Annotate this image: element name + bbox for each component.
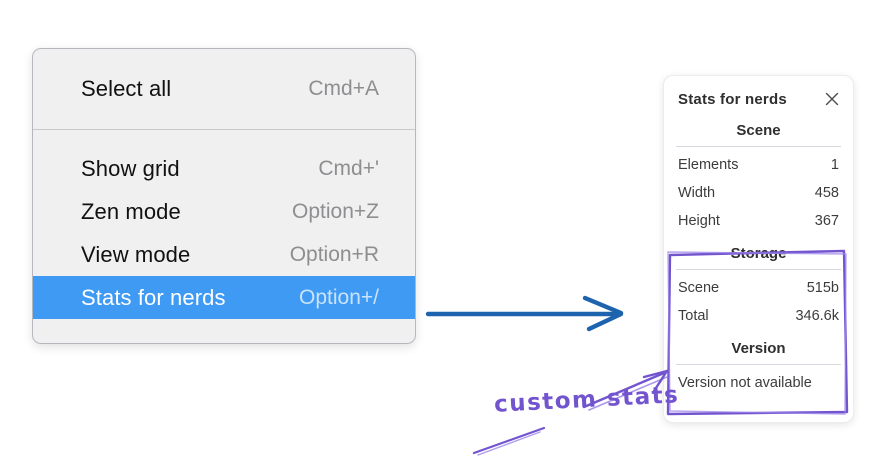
close-icon[interactable]: [823, 90, 841, 108]
menu-item-label: Select all: [81, 76, 172, 101]
menu-item-select-all[interactable]: Select all Cmd+A: [33, 67, 415, 111]
menu-group: Select all Cmd+A: [33, 49, 415, 129]
stat-label: Width: [678, 185, 716, 201]
section-divider: [676, 269, 841, 270]
stat-label: Height: [678, 213, 720, 229]
stat-row-scene: Scene 515b: [676, 274, 841, 302]
section-divider: [676, 146, 841, 147]
menu-item-show-grid[interactable]: Show grid Cmd+': [33, 147, 415, 190]
annotation-underline-stroke: [472, 426, 546, 456]
stat-row-total: Total 346.6k: [676, 302, 841, 330]
menu-item-label: Zen mode: [81, 198, 181, 224]
stat-value: 458: [814, 185, 839, 201]
menu-item-stats-for-nerds[interactable]: Stats for nerds Option+/: [33, 276, 415, 319]
stats-panel: Stats for nerds Scene Elements 1 Width 4…: [663, 75, 854, 423]
menu-item-view-mode[interactable]: View mode Option+R: [33, 233, 415, 276]
section-heading: Version: [731, 340, 786, 357]
menu-item-shortcut: Option+Z: [292, 199, 379, 223]
stat-row-elements: Elements 1: [676, 151, 841, 179]
menu-item-shortcut: Option+/: [299, 285, 379, 309]
pointer-arrow-icon: [425, 295, 624, 332]
stat-value: 1: [830, 157, 839, 173]
section-heading: Storage: [730, 245, 787, 262]
menu-item-label: Show grid: [81, 155, 180, 181]
stats-panel-header: Stats for nerds: [676, 88, 841, 110]
stat-value: 346.6k: [795, 308, 839, 324]
menu-item-zen-mode[interactable]: Zen mode Option+Z: [33, 190, 415, 233]
version-note: Version not available: [678, 375, 812, 391]
menu-item-shortcut: Cmd+': [318, 156, 379, 180]
menu-item-label: View mode: [81, 241, 191, 267]
stat-row-height: Height 367: [676, 207, 841, 235]
stat-label: Scene: [678, 280, 720, 296]
stats-panel-title: Stats for nerds: [678, 90, 787, 108]
stat-row-width: Width 458: [676, 179, 841, 207]
stat-value: 367: [814, 213, 839, 229]
section-heading: Scene: [736, 122, 781, 139]
stat-label: Total: [678, 308, 709, 324]
menu-group: Show grid Cmd+' Zen mode Option+Z View m…: [33, 130, 415, 343]
menu-item-shortcut: Cmd+A: [308, 77, 379, 100]
context-menu: Select all Cmd+A Show grid Cmd+' Zen mod…: [32, 48, 416, 344]
stat-label: Elements: [678, 157, 739, 173]
stats-section-version: Version Version not available: [676, 340, 841, 397]
section-divider: [676, 364, 841, 365]
stats-section-scene: Scene Elements 1 Width 458 Height 367: [676, 122, 841, 235]
annotation-text: custom stats: [493, 382, 680, 418]
stats-section-storage: Storage Scene 515b Total 346.6k: [676, 245, 841, 330]
menu-item-shortcut: Option+R: [289, 242, 379, 266]
menu-item-label: Stats for nerds: [81, 284, 226, 310]
stat-value: 515b: [806, 280, 839, 296]
menu-divider: [33, 129, 415, 130]
